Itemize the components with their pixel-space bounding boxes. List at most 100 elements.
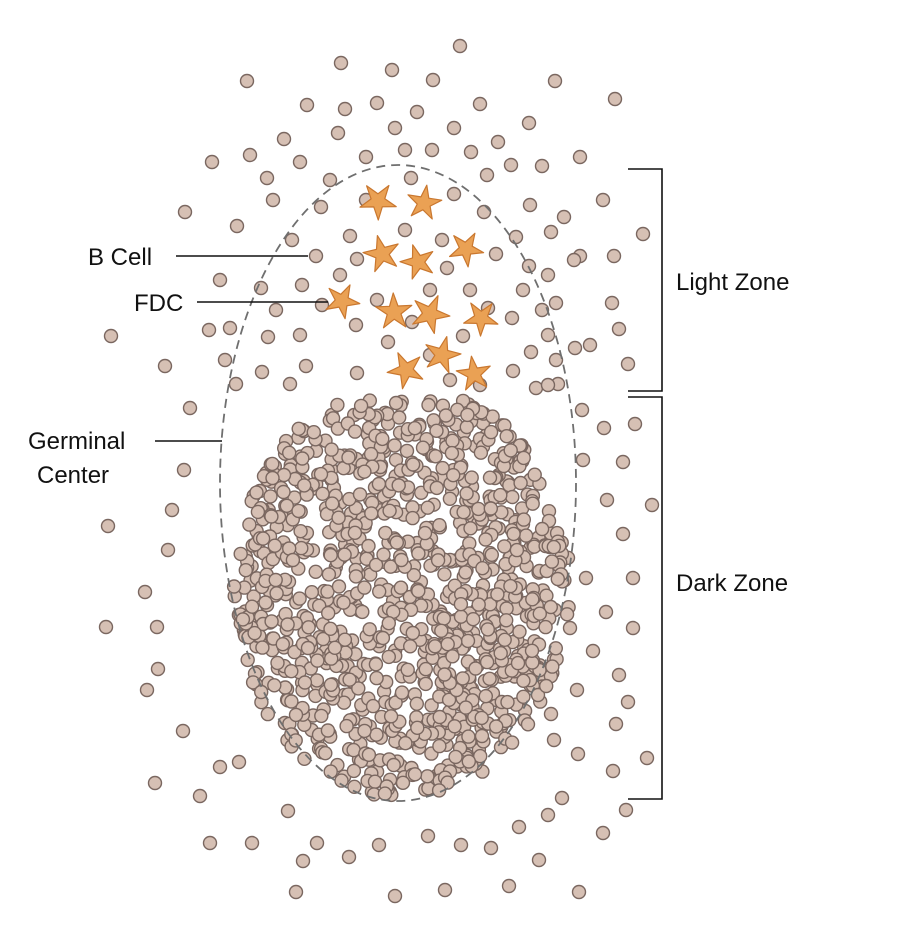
b-cell [270, 655, 285, 671]
b-cell [479, 167, 495, 183]
b-cell [297, 478, 312, 493]
b-cell [364, 506, 379, 521]
b-cell [644, 497, 660, 513]
b-cell [544, 554, 560, 569]
b-cell [493, 646, 508, 661]
b-cell [371, 837, 387, 853]
b-cell [499, 601, 514, 616]
b-cell [625, 570, 641, 586]
fdc-cell [425, 336, 462, 374]
b-cell [157, 358, 173, 374]
b-cell [455, 671, 470, 686]
b-cell [265, 456, 280, 472]
b-cell [381, 649, 396, 665]
b-cell [441, 692, 457, 707]
b-cell [607, 91, 623, 107]
b-cell [625, 620, 641, 636]
b-cell [298, 358, 314, 374]
b-cell [540, 327, 556, 343]
b-cell [599, 492, 615, 508]
fdc-cell [412, 295, 451, 335]
b-cell [405, 625, 420, 641]
b-cell [259, 170, 275, 186]
b-cell [365, 698, 381, 714]
b-cell [182, 400, 198, 416]
b-cell [452, 38, 468, 54]
b-cell [611, 667, 627, 683]
b-cell [436, 611, 451, 626]
b-cell [615, 526, 631, 542]
b-cell [515, 282, 531, 298]
b-cell [434, 623, 449, 638]
b-cell [267, 678, 282, 693]
b-cell [420, 500, 435, 515]
b-cell [488, 246, 504, 262]
b-cell [295, 853, 311, 869]
b-cell [405, 457, 421, 472]
b-cell [244, 835, 260, 851]
b-cell [461, 754, 476, 769]
b-cell [147, 775, 163, 791]
b-cell [545, 659, 560, 674]
b-cell [276, 484, 291, 500]
b-cell [297, 751, 312, 766]
b-cell [321, 567, 337, 582]
b-cell [543, 224, 559, 240]
b-cell [352, 487, 368, 502]
b-cell [244, 599, 260, 614]
b-cell [228, 376, 244, 392]
b-cell [437, 882, 453, 898]
b-cell [377, 786, 393, 801]
b-cell [383, 709, 399, 724]
b-cell [268, 572, 283, 588]
b-cell [253, 280, 269, 296]
b-cell [327, 640, 343, 655]
b-cell [231, 754, 247, 770]
b-cell [233, 546, 248, 562]
b-cell [463, 521, 478, 536]
b-cell [357, 464, 372, 479]
b-cell [398, 736, 413, 751]
b-cell [453, 837, 469, 853]
b-cell [331, 510, 346, 525]
b-cell [547, 73, 563, 89]
b-cell [438, 408, 454, 423]
b-cell [522, 197, 538, 213]
b-cell [258, 595, 273, 610]
b-cell [611, 321, 627, 337]
b-cell [445, 649, 460, 664]
b-cell [516, 450, 531, 466]
b-cell [503, 443, 518, 458]
b-cell [263, 489, 278, 504]
b-cell [376, 547, 391, 562]
b-cell [342, 672, 357, 687]
b-cell [472, 96, 488, 112]
b-cell [546, 732, 562, 748]
b-cell [595, 192, 611, 208]
b-cell [288, 707, 304, 723]
b-cell [567, 340, 583, 356]
b-cell [292, 591, 307, 606]
b-cell [635, 226, 651, 242]
b-cell [483, 501, 498, 516]
b-cell [429, 423, 444, 438]
b-cell [176, 462, 192, 478]
b-cell [505, 489, 520, 505]
fdc-cell [359, 184, 397, 221]
b-cell [490, 587, 505, 602]
b-cell [292, 154, 308, 170]
b-cell [510, 655, 526, 671]
b-cell [300, 640, 316, 656]
b-cell [294, 540, 309, 556]
b-cell [393, 580, 409, 595]
b-cell [353, 398, 369, 414]
b-cell [505, 363, 521, 379]
b-cell [383, 559, 398, 574]
b-cell [546, 539, 561, 555]
b-cell [267, 538, 282, 553]
b-cell [348, 569, 364, 584]
b-cell [361, 538, 376, 554]
b-cell [222, 320, 238, 336]
b-cell [461, 729, 476, 744]
